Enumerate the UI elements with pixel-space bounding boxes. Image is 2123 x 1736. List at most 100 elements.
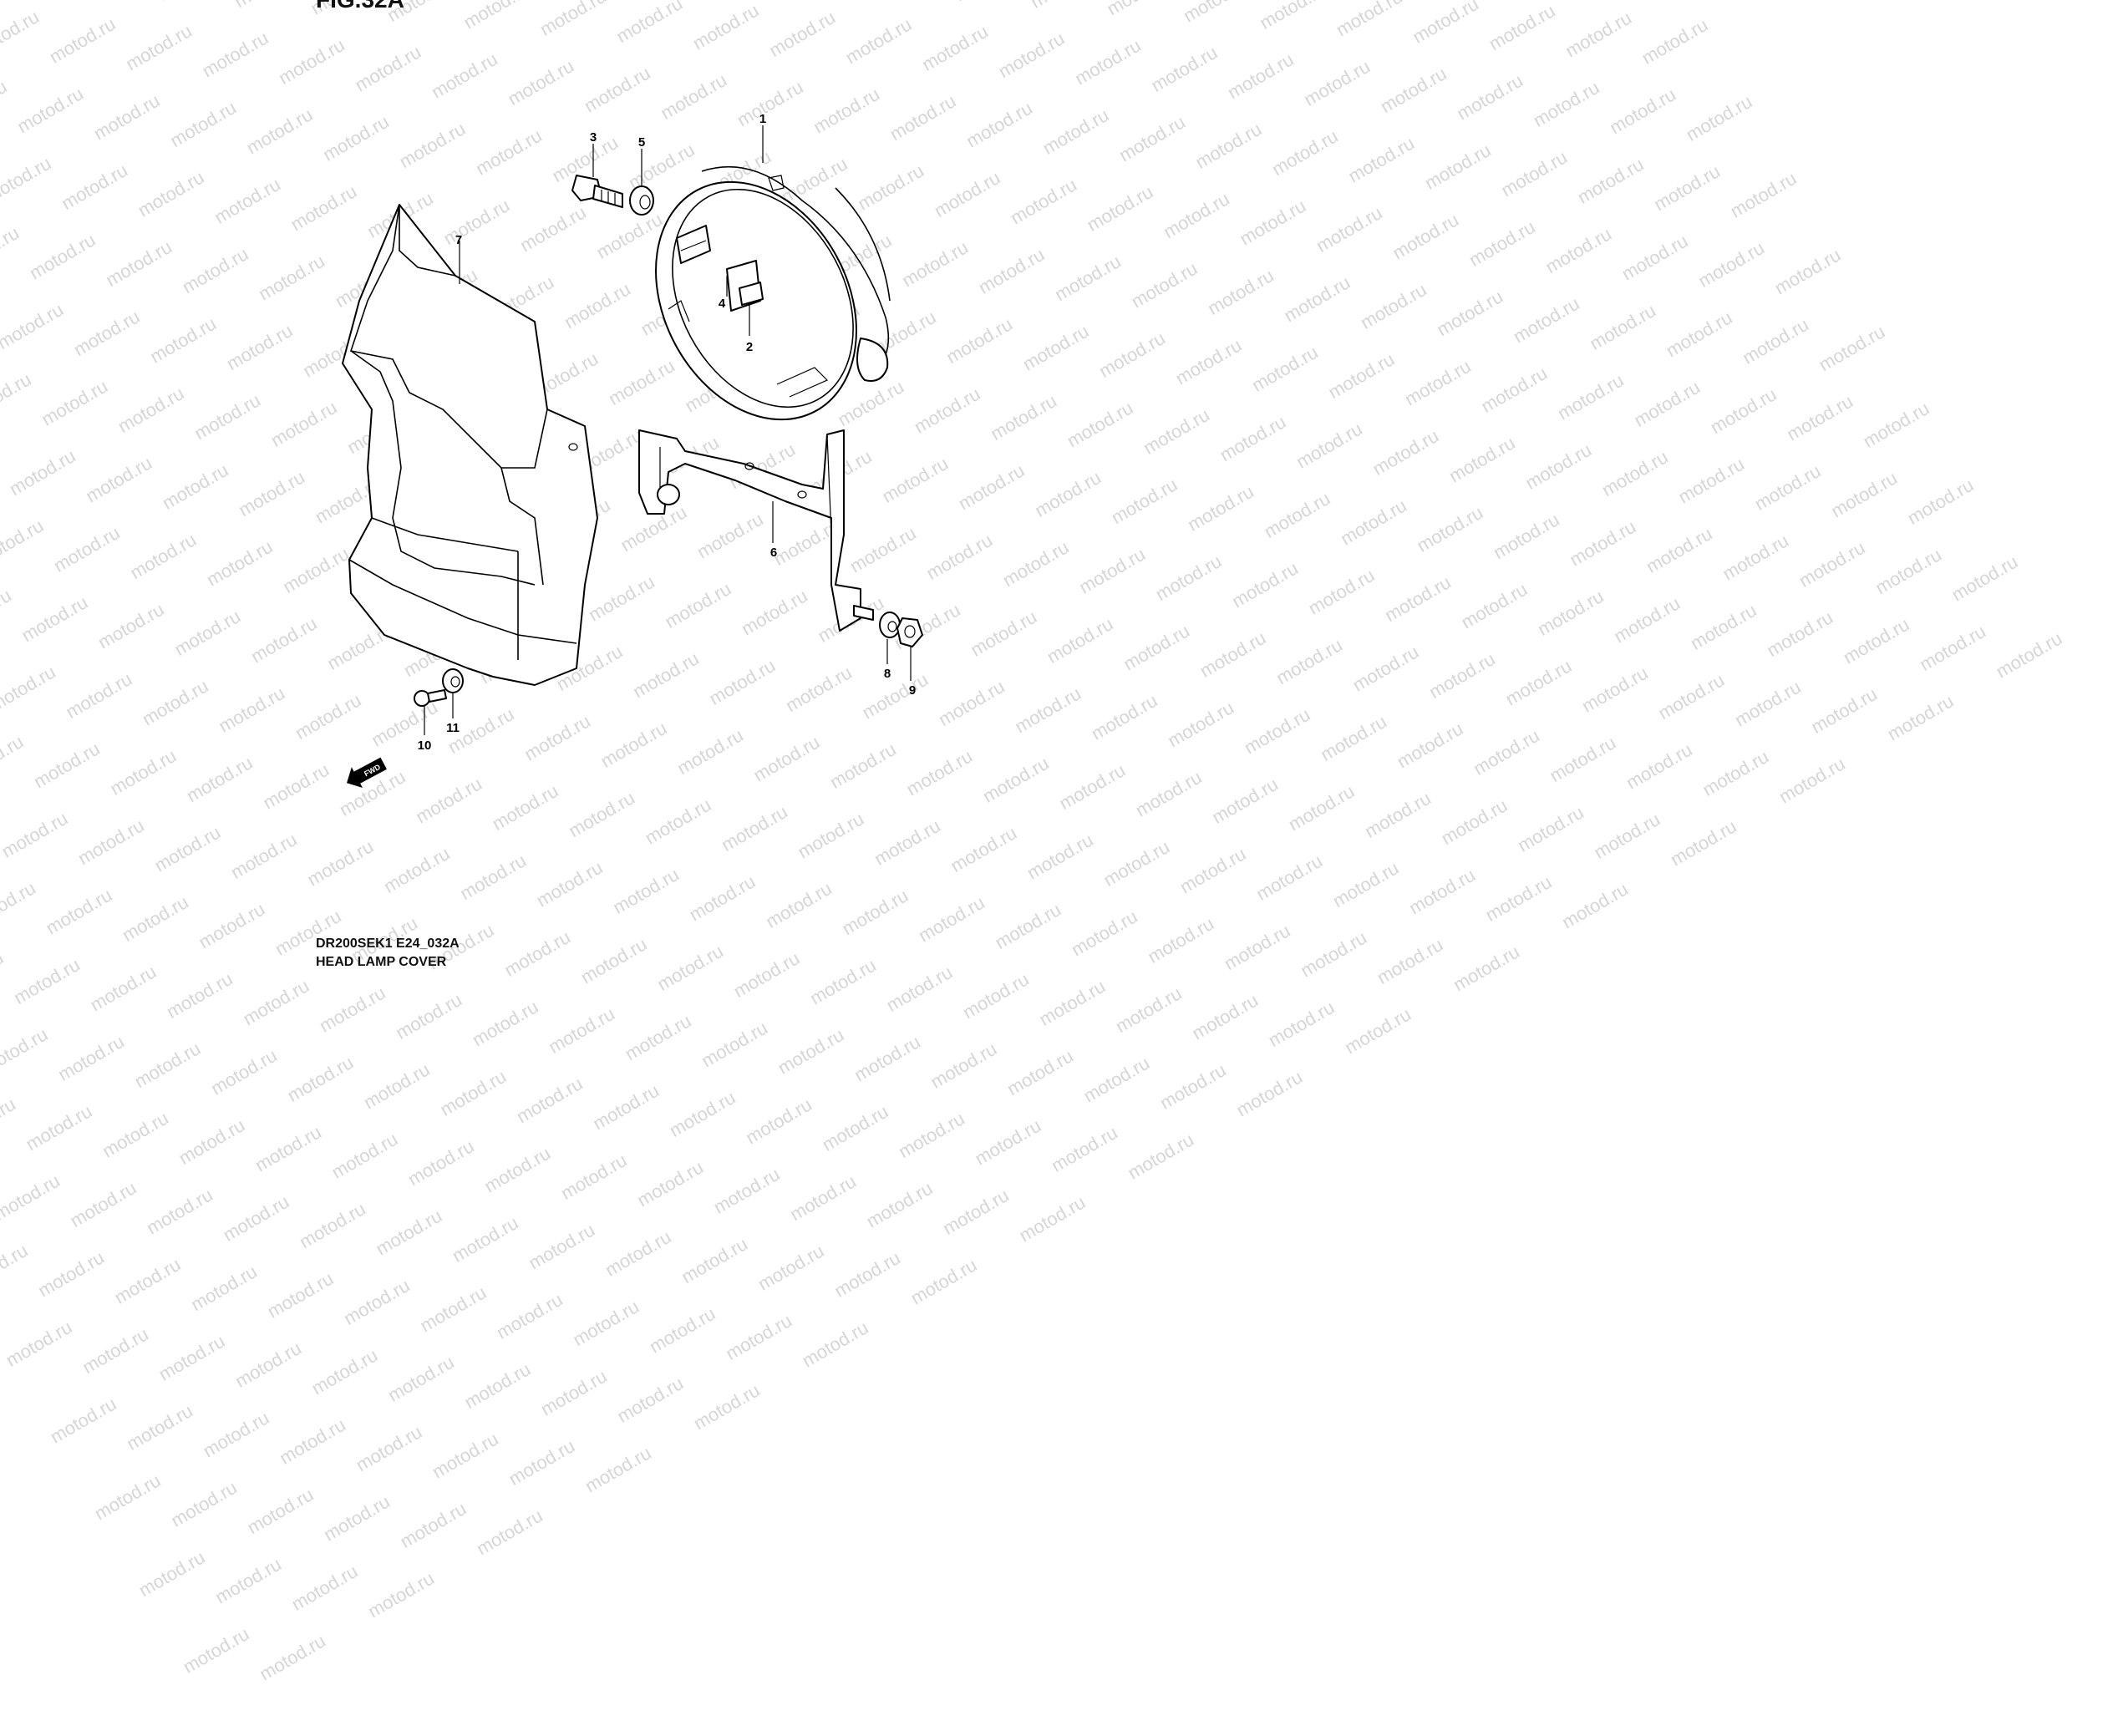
watermark-text: motod.ru bbox=[1356, 278, 1430, 333]
watermark-text: motod.ru bbox=[1674, 453, 1749, 508]
watermark-text: motod.ru bbox=[1433, 286, 1507, 341]
watermark-text: motod.ru bbox=[2, 1316, 76, 1371]
watermark-text: motod.ru bbox=[296, 1198, 369, 1253]
watermark-text: motod.ru bbox=[99, 1107, 172, 1162]
watermark-text: motod.ru bbox=[0, 1137, 33, 1219]
watermark-text: motod.ru bbox=[1699, 745, 1773, 801]
watermark-text: motod.ru bbox=[79, 1323, 152, 1378]
watermark-text: motod.ru bbox=[1553, 369, 1628, 424]
watermark-text: motod.ru bbox=[352, 1421, 426, 1476]
watermark-text: motod.ru bbox=[1573, 153, 1648, 208]
watermark-text: motod.ru bbox=[364, 1567, 438, 1622]
watermark-text: motod.ru bbox=[179, 1622, 253, 1678]
watermark-text: motod.ru bbox=[320, 1490, 394, 1546]
watermark-text: motod.ru bbox=[1590, 808, 1664, 864]
watermark-text: motod.ru bbox=[1450, 941, 1523, 996]
watermark-text: motod.ru bbox=[1815, 321, 1889, 376]
watermark-text: motod.ru bbox=[1509, 292, 1583, 348]
watermark-text: motod.ru bbox=[1457, 578, 1531, 633]
watermark-text: motod.ru bbox=[307, 1344, 382, 1399]
watermark-text: motod.ru bbox=[1763, 607, 1837, 662]
watermark-text: motod.ru bbox=[1739, 313, 1812, 368]
callout-9: 9 bbox=[909, 683, 916, 698]
part-3-bolt[interactable] bbox=[571, 175, 623, 208]
watermark-text: motod.ru bbox=[818, 1100, 892, 1155]
watermark-text: motod.ru bbox=[22, 1100, 96, 1155]
watermark-text: motod.ru bbox=[1662, 307, 1736, 362]
watermark-text: motod.ru bbox=[1533, 585, 1607, 641]
watermark-text: motod.ru bbox=[1686, 599, 1760, 654]
watermark-text: motod.ru bbox=[251, 1121, 325, 1176]
watermark-text: motod.ru bbox=[1706, 383, 1780, 439]
part-9-nut[interactable] bbox=[896, 617, 923, 647]
callout-4: 4 bbox=[719, 297, 726, 311]
watermark-text: motod.ru bbox=[1485, 0, 1559, 55]
watermark-text: motod.ru bbox=[1155, 1058, 1230, 1114]
watermark-text: motod.ru bbox=[54, 1030, 128, 1085]
watermark-text: motod.ru bbox=[665, 1086, 739, 1142]
watermark-text: motod.ru bbox=[589, 1079, 663, 1134]
watermark-text: motod.ru bbox=[939, 1184, 1013, 1240]
watermark-text: motod.ru bbox=[786, 1170, 860, 1226]
watermark-text: motod.ru bbox=[1638, 13, 1712, 69]
watermark-text: motod.ru bbox=[678, 1233, 751, 1288]
part-7-head-lamp-cover[interactable] bbox=[342, 204, 598, 686]
watermark-text: motod.ru bbox=[689, 1379, 764, 1434]
callout-8: 8 bbox=[884, 667, 891, 681]
watermark-text: motod.ru bbox=[1413, 501, 1487, 556]
watermark-text: motod.ru bbox=[66, 1176, 140, 1232]
part-10-bolt[interactable] bbox=[414, 689, 447, 707]
part-11-washer[interactable] bbox=[442, 668, 464, 693]
watermark-text: motod.ru bbox=[283, 1051, 358, 1107]
watermark-text: motod.ru bbox=[155, 1330, 229, 1385]
watermark-text: motod.ru bbox=[1381, 571, 1455, 627]
watermark-text: motod.ru bbox=[359, 1058, 434, 1114]
watermark-text: motod.ru bbox=[907, 1254, 981, 1309]
watermark-text: motod.ru bbox=[123, 1399, 196, 1455]
watermark-text: motod.ru bbox=[1529, 76, 1603, 132]
callout-5: 5 bbox=[638, 135, 645, 150]
figure-name: HEAD LAMP COVER bbox=[316, 955, 447, 969]
watermark-text: motod.ru bbox=[971, 1114, 1045, 1170]
watermark-text: motod.ru bbox=[1618, 230, 1692, 285]
watermark-text: motod.ru bbox=[143, 1184, 216, 1239]
watermark-text: motod.ru bbox=[1807, 683, 1882, 739]
watermark-text: motod.ru bbox=[1948, 551, 2022, 606]
watermark-text: motod.ru bbox=[1682, 90, 1756, 145]
watermark-text: motod.ru bbox=[0, 1239, 32, 1295]
watermark-text: motod.ru bbox=[633, 1156, 707, 1211]
parts-diagram: 1 2 3 4 5 6 7 8 9 10 11 FWD bbox=[342, 112, 923, 788]
watermark-text: motod.ru bbox=[569, 1296, 643, 1351]
watermark-text: motod.ru bbox=[1003, 1045, 1077, 1100]
part-1-head-lamp-housing[interactable] bbox=[616, 147, 896, 454]
part-8-washer[interactable] bbox=[879, 612, 901, 638]
part-6-bracket[interactable] bbox=[638, 429, 861, 632]
watermark-text: motod.ru bbox=[1015, 1191, 1089, 1246]
watermark-text: motod.ru bbox=[1562, 7, 1635, 62]
watermark-text: motod.ru bbox=[1405, 864, 1479, 919]
watermark-text: motod.ru bbox=[1770, 244, 1845, 299]
watermark-text: motod.ru bbox=[90, 1470, 165, 1525]
watermark-text: motod.ru bbox=[1694, 236, 1768, 292]
watermark-text: motod.ru bbox=[0, 1023, 52, 1079]
watermark-text: motod.ru bbox=[536, 1365, 611, 1420]
watermark-text: motod.ru bbox=[1477, 362, 1552, 418]
watermark-text: motod.ru bbox=[1470, 724, 1543, 779]
callout-3: 3 bbox=[590, 130, 597, 145]
watermark-text: motod.ru bbox=[1465, 216, 1539, 271]
watermark-text: motod.ru bbox=[199, 1407, 273, 1462]
watermark-text: motod.ru bbox=[1883, 690, 1958, 745]
watermark-text: motod.ru bbox=[1992, 627, 2066, 683]
watermark-text: motod.ru bbox=[1453, 69, 1527, 124]
watermark-text: motod.ru bbox=[1719, 530, 1793, 585]
part-5-washer[interactable] bbox=[629, 185, 654, 216]
watermark-text: motod.ru bbox=[1445, 432, 1519, 487]
watermark-text: motod.ru bbox=[613, 1372, 688, 1428]
watermark-text: motod.ru bbox=[1546, 732, 1620, 787]
watermark-text: motod.ru bbox=[231, 1337, 305, 1393]
watermark-text: motod.ru bbox=[460, 1358, 535, 1414]
watermark-text: motod.ru bbox=[774, 1023, 848, 1079]
watermark-text: motod.ru bbox=[1324, 348, 1399, 404]
watermark-text: motod.ru bbox=[1839, 613, 1913, 668]
watermark-text: motod.ru bbox=[175, 1114, 249, 1170]
